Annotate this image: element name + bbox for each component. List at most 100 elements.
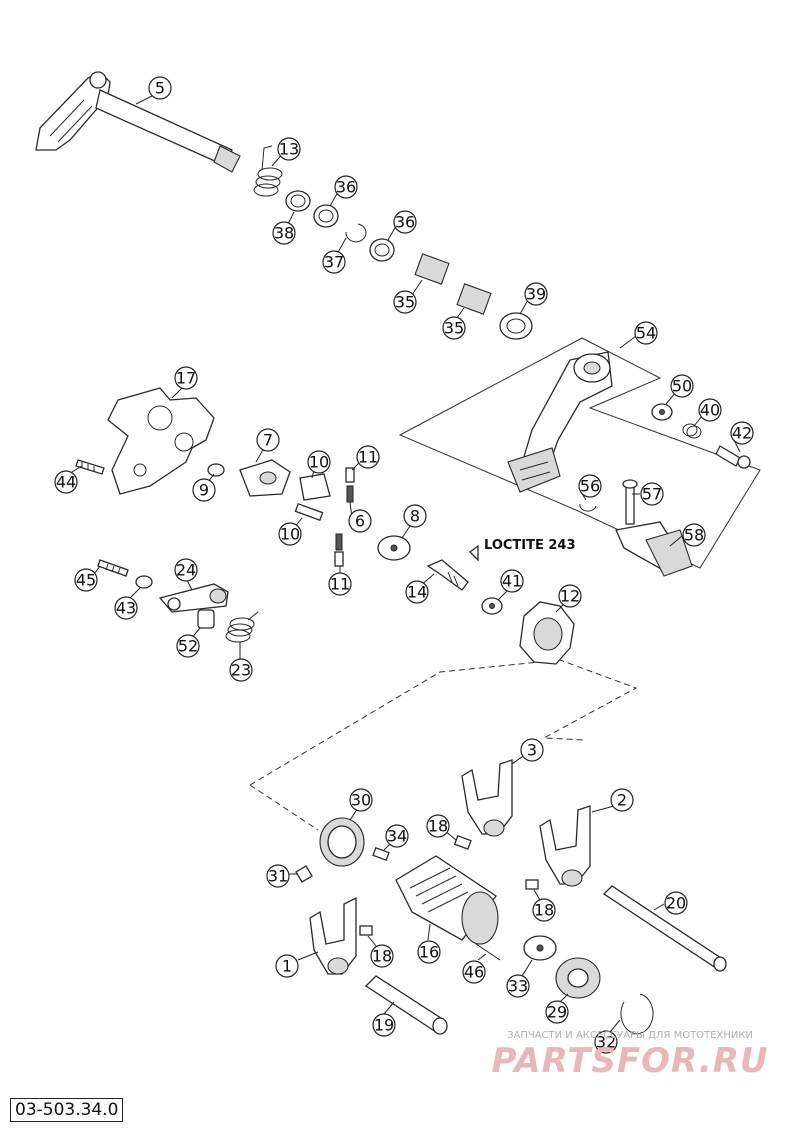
- callout-31: 31: [266, 864, 298, 888]
- shift-lever-54: [507, 351, 613, 493]
- diagram-code: 03-503.34.0: [10, 1098, 124, 1122]
- callout-5: 5: [135, 76, 172, 105]
- svg-text:9: 9: [199, 481, 209, 500]
- svg-text:41: 41: [502, 572, 522, 591]
- callouts: 5 13 38 36 37 36 35 35 39 54 50 40 42 56…: [54, 76, 754, 1054]
- svg-text:56: 56: [580, 477, 600, 496]
- callout-54: 54: [619, 321, 658, 349]
- svg-text:17: 17: [176, 369, 196, 388]
- svg-text:14: 14: [407, 583, 427, 602]
- callout-16: 14: [405, 573, 435, 604]
- svg-text:18: 18: [428, 817, 448, 836]
- part-7-and-washer-9: [207, 459, 291, 497]
- callout-11-b: 11: [328, 566, 352, 596]
- callout-42: 44: [54, 465, 83, 494]
- svg-text:3: 3: [527, 741, 537, 760]
- callout-17: 17: [171, 366, 198, 399]
- assembly-frames: [249, 337, 761, 831]
- svg-text:12: 12: [560, 587, 580, 606]
- shift-drum-group-frame: [249, 659, 638, 786]
- svg-text:44: 44: [56, 473, 76, 492]
- svg-text:7: 7: [263, 431, 273, 450]
- spring-14: [253, 145, 283, 197]
- bracket-17: [107, 387, 215, 495]
- callout-6: 6: [348, 501, 372, 533]
- small-parts-10-11-6: [294, 467, 355, 567]
- callout-50: 50: [665, 374, 694, 405]
- watermark: ЗАПЧАСТИ И АКСЕССУАРЫ ДЛЯ МОТОТЕХНИКИ PA…: [470, 1030, 790, 1081]
- svg-text:35: 35: [444, 319, 464, 338]
- shift-lever-group-frame: [398, 337, 761, 569]
- callout-29: 29: [545, 993, 569, 1024]
- screw-31: [295, 865, 313, 883]
- callout-20: 20: [653, 891, 688, 915]
- svg-text:46: 46: [464, 963, 484, 982]
- callout-44: 43: [114, 587, 141, 620]
- svg-text:45: 45: [76, 571, 96, 590]
- callout-34: 34: [383, 824, 409, 851]
- watermark-logo: PARTSFOR.RU: [491, 1041, 769, 1081]
- svg-text:16: 16: [419, 943, 439, 962]
- svg-text:57: 57: [642, 485, 662, 504]
- callout-36-b: 36: [387, 210, 417, 241]
- callout-18-c: 18: [367, 935, 394, 968]
- shift-fork-3: [461, 759, 513, 837]
- svg-text:10: 10: [309, 453, 329, 472]
- callout-18-a: 18: [426, 814, 457, 841]
- washer-33-bearing-29-circlip-32: [523, 935, 654, 1035]
- shift-star-13: [519, 601, 575, 665]
- svg-text:11: 11: [330, 575, 350, 594]
- callout-37: 37: [322, 237, 347, 274]
- loctite-annotation: LOCTITE 243: [484, 538, 576, 553]
- callout-7: 7: [255, 428, 280, 463]
- svg-text:39: 39: [526, 285, 546, 304]
- callout-14: 13: [271, 137, 301, 167]
- callout-10-b: 10: [278, 517, 303, 546]
- callout-30: 30: [349, 788, 373, 821]
- pins-18-34: [359, 835, 539, 936]
- callout-35-a: 35: [393, 279, 423, 314]
- screw-45-washer-44: [97, 559, 153, 589]
- callout-11-a: 11: [351, 445, 380, 471]
- svg-text:2: 2: [617, 791, 627, 810]
- svg-text:50: 50: [672, 377, 692, 396]
- svg-text:33: 33: [508, 977, 528, 996]
- callout-1: 1: [275, 951, 319, 978]
- callout-12: 16: [417, 923, 441, 964]
- shift-shaft: [35, 71, 241, 173]
- svg-text:8: 8: [410, 507, 420, 526]
- callout-35-b: 35: [442, 307, 466, 340]
- shift-fork-1: [309, 896, 357, 975]
- svg-text:40: 40: [700, 401, 720, 420]
- svg-text:10: 10: [280, 525, 300, 544]
- lever-washers-and-screw: [651, 403, 751, 469]
- washer-43: [481, 597, 503, 615]
- svg-text:36: 36: [395, 213, 415, 232]
- svg-text:58: 58: [684, 526, 704, 545]
- svg-text:20: 20: [666, 894, 686, 913]
- svg-text:54: 54: [636, 324, 656, 343]
- svg-text:35: 35: [395, 293, 415, 312]
- callout-13: 12: [555, 584, 582, 613]
- watermark-tagline: ЗАПЧАСТИ И АКСЕССУАРЫ ДЛЯ МОТОТЕХНИКИ: [507, 1030, 753, 1041]
- callout-23: 23: [229, 642, 253, 682]
- svg-text:52: 52: [178, 637, 198, 656]
- washer-8: [377, 535, 411, 561]
- callout-56: 56: [578, 474, 602, 501]
- callout-19: 19: [372, 1001, 396, 1037]
- callout-36-a: 36: [329, 175, 358, 207]
- svg-text:5: 5: [155, 79, 165, 98]
- svg-text:11: 11: [358, 448, 378, 467]
- callout-10-a: 10: [307, 450, 331, 479]
- callout-32: 32: [594, 1019, 621, 1054]
- svg-text:19: 19: [374, 1016, 394, 1035]
- callout-9: 9: [192, 473, 216, 502]
- svg-text:32: 32: [596, 1033, 616, 1052]
- callout-18-b: 18: [532, 889, 556, 922]
- svg-text:18: 18: [534, 901, 554, 920]
- svg-text:38: 38: [274, 224, 294, 243]
- svg-text:30: 30: [351, 791, 371, 810]
- callout-57: 57: [632, 482, 664, 506]
- callout-58: 58: [669, 523, 706, 547]
- svg-text:42: 42: [732, 424, 752, 443]
